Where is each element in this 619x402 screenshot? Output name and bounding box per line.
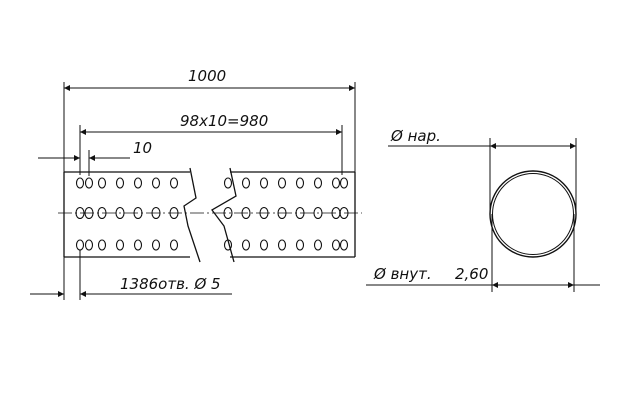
perforation-hole xyxy=(84,177,94,189)
perforation-hole xyxy=(115,239,125,251)
perforation-hole xyxy=(241,177,251,189)
perforation-hole xyxy=(169,239,179,251)
perforation-hole xyxy=(97,206,107,220)
label-wall-thickness: 2,60 xyxy=(455,265,488,283)
dimension-inner-diameter xyxy=(366,214,600,292)
perforation-hole xyxy=(277,206,287,220)
perforation-hole xyxy=(151,177,161,189)
outer-circle xyxy=(489,170,577,258)
perforation-hole xyxy=(151,206,161,220)
perforation-hole xyxy=(133,177,143,189)
inner-circle xyxy=(492,173,574,255)
label-pitch: 10 xyxy=(133,139,152,157)
perforation-hole xyxy=(313,239,323,251)
perforation-hole xyxy=(133,206,143,220)
perforation-hole xyxy=(97,177,107,189)
label-outer-diameter: Ø нар. xyxy=(390,127,441,145)
perforation-hole xyxy=(75,177,85,189)
label-hole-count: 1386отв. Ø 5 xyxy=(120,275,221,293)
break-line-right xyxy=(211,167,237,263)
perforation-hole xyxy=(97,239,107,251)
perforation-hole xyxy=(241,239,251,251)
perforation-hole xyxy=(151,239,161,251)
break-line-left xyxy=(183,167,201,263)
perforation-hole xyxy=(115,177,125,189)
dimension-outer-diameter xyxy=(388,138,577,214)
perforation-hole xyxy=(295,206,305,220)
perforation-hole xyxy=(133,239,143,251)
perforation-hole xyxy=(339,239,349,251)
perforation-hole xyxy=(295,239,305,251)
perforation-hole xyxy=(169,177,179,189)
pipe-cross-section xyxy=(489,170,577,258)
perforation-hole xyxy=(295,177,305,189)
label-hole-span: 98x10=980 xyxy=(180,112,268,130)
perforation-hole xyxy=(223,206,233,220)
perforation-hole xyxy=(115,206,125,220)
perforation-hole xyxy=(84,206,94,220)
perforation-hole xyxy=(331,239,341,251)
perforation-hole xyxy=(339,177,349,189)
perforation-hole xyxy=(75,239,85,251)
perforation-hole xyxy=(277,177,287,189)
perforation-hole xyxy=(339,206,349,220)
perforation-hole xyxy=(313,177,323,189)
perforation-hole xyxy=(331,177,341,189)
perforation-hole xyxy=(84,239,94,251)
perforation-hole xyxy=(75,206,85,220)
perforation-hole xyxy=(259,206,269,220)
perforation-holes xyxy=(75,177,349,251)
perforation-hole xyxy=(259,177,269,189)
label-inner-diameter: Ø внут. xyxy=(373,265,432,283)
perforation-hole xyxy=(259,239,269,251)
dimension-hole-span xyxy=(79,125,343,175)
perforation-hole xyxy=(277,239,287,251)
label-length-total: 1000 xyxy=(188,67,226,85)
pipe-side-view xyxy=(63,167,356,263)
perforation-hole xyxy=(169,206,179,220)
perforation-hole xyxy=(223,177,233,189)
dimension-hole-callout xyxy=(30,250,232,300)
perforation-hole xyxy=(313,206,323,220)
perforation-hole xyxy=(223,239,233,251)
dimension-length-total xyxy=(63,82,356,172)
perforation-hole xyxy=(241,206,251,220)
